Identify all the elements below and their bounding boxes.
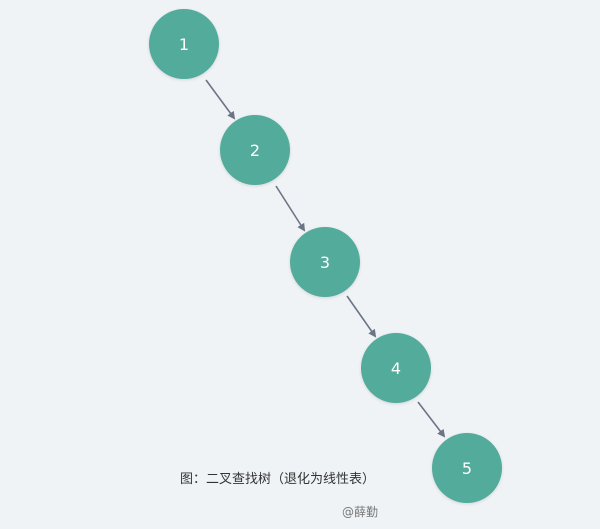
edge-2-to-3 (275, 185, 306, 232)
node-label: 5 (461, 458, 473, 478)
edge-3-to-4 (346, 295, 377, 338)
edge-1-to-2 (205, 79, 236, 120)
node-label: 1 (178, 34, 190, 54)
figure-caption: 图：二叉查找树（退化为线性表） (180, 472, 376, 487)
tree-node-4: 4 (361, 333, 431, 403)
author-credit: @薛勤 (342, 505, 379, 519)
node-label: 4 (390, 358, 402, 378)
node-label: 3 (319, 252, 331, 272)
tree-node-3: 3 (290, 227, 360, 297)
tree-node-5: 5 (432, 433, 502, 503)
node-label: 2 (249, 140, 261, 160)
tree-node-1: 1 (149, 9, 219, 79)
edge-4-to-5 (417, 401, 446, 438)
tree-node-2: 2 (220, 115, 290, 185)
